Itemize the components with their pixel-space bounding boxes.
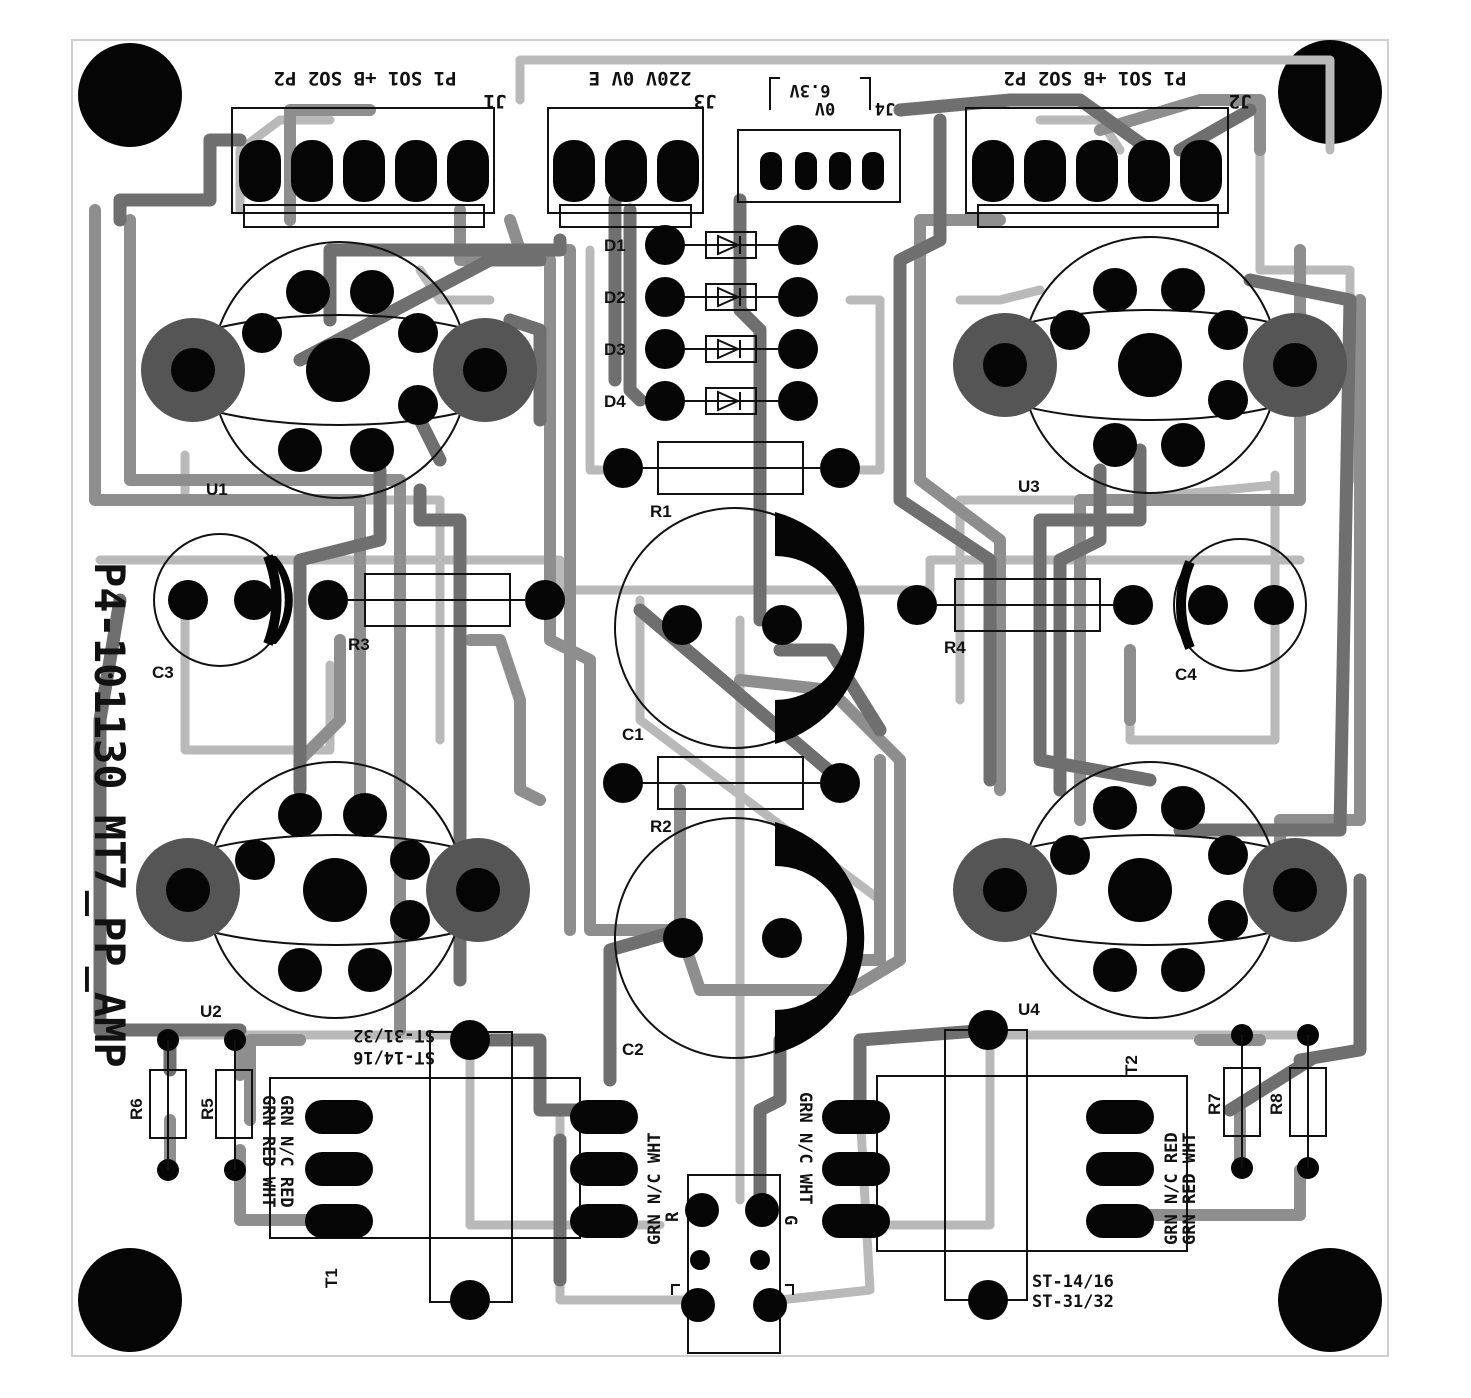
resistor-r6 (149, 1029, 187, 1181)
t1-st-b: ST-14/16 (353, 1047, 435, 1067)
label-c1: C1 (622, 725, 644, 744)
label-u1: U1 (206, 480, 228, 499)
label-r8: R8 (1267, 1093, 1286, 1115)
label-r7: R7 (1205, 1093, 1224, 1115)
t2-st-b: ST-31/32 (1032, 1292, 1114, 1312)
diode-d3 (645, 329, 818, 369)
connector-j3 (547, 107, 704, 228)
j4-label-b: 0V (815, 98, 835, 118)
silkscreen-labels: P1 SO1 +B SO2 P2 J1 220V 0V E J3 6.3V 0V… (85, 67, 1286, 1312)
t2-wires-b: GRN RED WHT (1180, 1132, 1200, 1245)
j4-label-a: 6.3V (790, 80, 831, 100)
label-t2: T2 (1122, 1055, 1141, 1075)
j2-pin-labels: P1 SO1 +B SO2 P2 (1003, 67, 1186, 89)
label-r3: R3 (348, 635, 370, 654)
label-c2: C2 (622, 1040, 644, 1059)
diode-d1 (645, 225, 818, 265)
capacitor-c3 (153, 533, 293, 667)
board-part-number: P4-101130 MT7_PP_AMP (85, 562, 134, 1068)
mounting-hole-br (1278, 1248, 1382, 1352)
label-d1: D1 (604, 236, 626, 255)
resistor-r2 (603, 756, 860, 810)
board-outline (71, 39, 1389, 1357)
j1-ref: J1 (484, 90, 507, 112)
mounting-hole-tl (78, 43, 182, 147)
resistor-r5 (215, 1029, 253, 1181)
label-u3: U3 (1018, 477, 1040, 496)
traces-medium (89, 94, 1366, 1226)
label-r2: R2 (650, 817, 672, 836)
tube-socket-u4 (953, 761, 1347, 1019)
output-jack (671, 1174, 794, 1354)
label-c3: C3 (152, 663, 174, 682)
label-d2: D2 (604, 288, 626, 307)
j3-pin-labels: 220V 0V E (589, 67, 692, 89)
j1-pin-labels: P1 SO1 +B SO2 P2 (273, 67, 456, 89)
label-r5: R5 (198, 1098, 217, 1120)
resistor-r7 (1223, 1024, 1261, 1179)
connector-j4 (737, 77, 901, 203)
tube-socket-u3 (953, 236, 1347, 494)
resistor-r3 (308, 573, 565, 627)
diode-d4 (645, 381, 818, 421)
connector-j2 (965, 107, 1229, 228)
t1-wires-b: GRN RED WHT (258, 1095, 278, 1208)
label-r4: R4 (944, 638, 966, 657)
t1-out-wires: GRN N/C WHT (645, 1132, 665, 1245)
mounting-hole-bl (78, 1248, 182, 1352)
label-u2: U2 (200, 1002, 222, 1021)
tube-socket-u1 (141, 241, 537, 499)
label-c4: C4 (1175, 665, 1197, 684)
capacitor-c2 (614, 817, 865, 1059)
t2-in-wires: GRN N/C WHT (795, 1092, 815, 1205)
label-d4: D4 (604, 392, 626, 411)
label-t1: T1 (322, 1268, 341, 1288)
resistor-r4 (897, 578, 1153, 632)
resistor-r1 (603, 441, 860, 495)
label-d3: D3 (604, 340, 626, 359)
resistor-r8 (1289, 1024, 1327, 1179)
connector-j1 (231, 107, 495, 228)
j3-ref: J3 (694, 90, 717, 112)
jack-label-r: R (663, 1211, 683, 1222)
t1-wires-a: GRN N/C RED (276, 1095, 296, 1208)
label-u4: U4 (1018, 1000, 1040, 1019)
t2-wires-a: GRN N/C RED (1162, 1132, 1182, 1245)
t2-st-a: ST-14/16 (1032, 1272, 1114, 1292)
diode-d2 (645, 277, 818, 317)
tube-socket-u2 (136, 761, 530, 1019)
capacitor-c1 (614, 507, 865, 749)
label-r1: R1 (650, 502, 672, 521)
j4-ref: J4 (875, 98, 895, 118)
capacitor-c4 (1173, 538, 1307, 672)
label-r6: R6 (127, 1098, 146, 1120)
diodes (645, 225, 818, 421)
transformer-t2 (822, 1010, 1188, 1320)
jack-label-g: G (780, 1215, 800, 1225)
t1-st-a: ST-31/32 (353, 1025, 435, 1045)
j2-ref: J2 (1229, 90, 1252, 112)
transformer-t1 (269, 1020, 638, 1320)
